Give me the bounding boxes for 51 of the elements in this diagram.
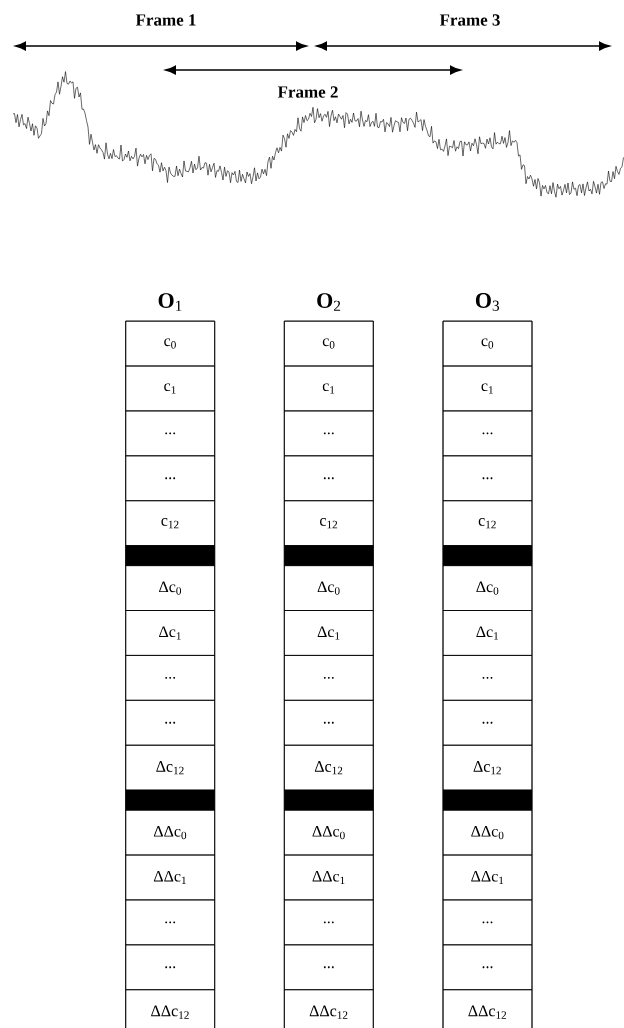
table-cell: ... bbox=[283, 899, 374, 946]
table-cell: c$_{1}$ bbox=[125, 365, 216, 412]
table-cell: Δc$_{0}$ bbox=[283, 565, 374, 611]
table-cell: ... bbox=[442, 899, 533, 946]
table-cell: ... bbox=[442, 944, 533, 991]
table-cell: ... bbox=[283, 944, 374, 991]
table-cell: ... bbox=[125, 944, 216, 991]
separator-bar bbox=[442, 789, 533, 811]
table-cell: ΔΔc$_{12}$ bbox=[125, 989, 216, 1028]
frame-label: Frame 2 bbox=[277, 86, 338, 98]
table-cell: ... bbox=[125, 455, 216, 502]
table-cell: ... bbox=[442, 410, 533, 457]
table-cell: ΔΔc$_{12}$ bbox=[283, 989, 374, 1028]
table-cell: ΔΔc$_{1}$ bbox=[283, 854, 374, 901]
table-cell: Δc$_{0}$ bbox=[442, 565, 533, 611]
table-cell: c$_{0}$ bbox=[283, 320, 374, 367]
separator-bar bbox=[283, 789, 374, 811]
separator-bar bbox=[125, 545, 216, 566]
table-cell: ΔΔc$_{1}$ bbox=[442, 854, 533, 901]
table-cell: ΔΔc$_{12}$ bbox=[442, 989, 533, 1028]
table-cell: Δc$_{1}$ bbox=[442, 610, 533, 656]
table-cell: ... bbox=[125, 410, 216, 457]
table-cell: ... bbox=[283, 455, 374, 502]
table-cell: ... bbox=[125, 699, 216, 746]
table-cell: ... bbox=[125, 655, 216, 701]
table-cell: c$_{0}$ bbox=[125, 320, 216, 367]
table-cell: ... bbox=[442, 655, 533, 701]
frame-label: Frame 3 bbox=[439, 14, 500, 26]
table-cell: ΔΔc$_{0}$ bbox=[442, 809, 533, 856]
table-cell: c$_{1}$ bbox=[283, 365, 374, 412]
table-cell: ... bbox=[283, 655, 374, 701]
table-cell: ... bbox=[442, 455, 533, 502]
column-heading: O$_{2}$ bbox=[317, 293, 341, 311]
table-cell: ... bbox=[283, 410, 374, 457]
frame-label: Frame 1 bbox=[135, 14, 196, 26]
table-cell: ΔΔc$_{0}$ bbox=[125, 809, 216, 856]
table-cell: ΔΔc$_{1}$ bbox=[125, 854, 216, 901]
table-cell: Δc$_{1}$ bbox=[125, 610, 216, 656]
table-cell: ... bbox=[125, 899, 216, 946]
table-cell: Δc$_{0}$ bbox=[125, 565, 216, 611]
table-cell: c$_{0}$ bbox=[442, 320, 533, 367]
table-cell: ... bbox=[283, 699, 374, 746]
column-heading: O$_{3}$ bbox=[475, 293, 500, 311]
separator-bar bbox=[442, 545, 533, 566]
separator-bar bbox=[125, 789, 216, 811]
table-cell: Δc$_{1}$ bbox=[283, 610, 374, 656]
table-cell: c$_{1}$ bbox=[442, 365, 533, 412]
column-heading: O$_{1}$ bbox=[158, 293, 182, 311]
table-cell: ... bbox=[442, 699, 533, 746]
separator-bar bbox=[283, 545, 374, 566]
table-cell: ΔΔc$_{0}$ bbox=[283, 809, 374, 856]
